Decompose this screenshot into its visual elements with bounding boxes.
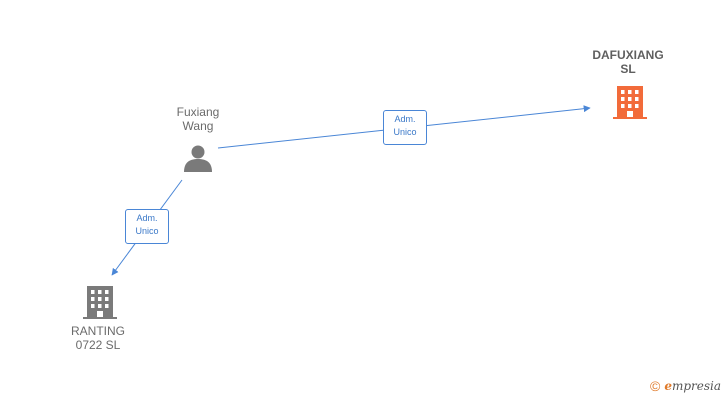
edge-label-line1: Adm. [136,213,158,223]
building-icon-dafuxiang[interactable] [613,86,647,119]
company-name-ranting-line1: RANTING [71,324,125,338]
company-name-dafuxiang-line2: SL [620,62,636,76]
edge-label-line2: Unico [393,127,417,137]
building-icon-ranting[interactable] [83,286,117,319]
edge-label-adm-unico-ranting: Adm. Unico [125,209,169,244]
edge-label-line1: Adm. [394,114,416,124]
brand-name: empresia [664,379,721,393]
company-name-dafuxiang-line1: DAFUXIANG [592,48,664,62]
edge-label-adm-unico-dafuxiang: Adm. Unico [383,110,427,145]
company-name-ranting-line2: 0722 SL [75,338,121,352]
brand-rest: mpresia [671,379,722,393]
person-name-label[interactable]: Fuxiang Wang [158,105,238,133]
company-name-ranting[interactable]: RANTING 0722 SL [48,324,148,352]
empresia-watermark: © empresia [650,378,721,394]
edge-label-line2: Unico [135,226,159,236]
brand-initial: e [664,379,672,393]
person-name-line2: Wang [182,119,214,133]
person-icon[interactable] [184,145,212,173]
copyright-symbol: © [650,378,661,394]
company-name-dafuxiang[interactable]: DAFUXIANG SL [578,48,678,76]
person-name-line1: Fuxiang [176,105,220,119]
